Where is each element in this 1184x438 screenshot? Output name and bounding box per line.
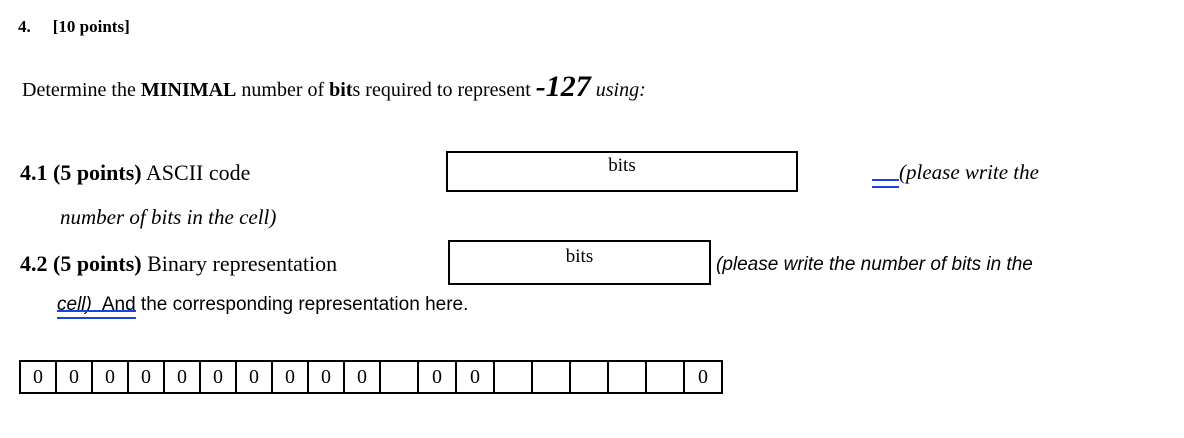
prompt-prefix: Determine the	[22, 79, 141, 101]
prompt-emphasis-minimal: MINIMAL	[140, 79, 237, 101]
bit-cell[interactable]: 0	[271, 360, 309, 394]
bit-cell[interactable]	[531, 360, 571, 394]
item-4-2-continuation: cell) And the corresponding representatio…	[57, 294, 469, 319]
item-4-2-line: 4.2 (5 points) Binary representation	[20, 251, 337, 277]
grammar-underline-marker-2: cell) And	[57, 294, 136, 319]
prompt-value: -127	[535, 70, 591, 103]
bit-cell[interactable]: 0	[199, 360, 237, 394]
item-4-2-label: 4.2 (5 points)	[20, 251, 142, 276]
bits-answer-box-1[interactable]: bits	[446, 151, 798, 192]
bits-answer-box-2[interactable]: bits	[448, 240, 711, 285]
bit-cell[interactable]	[645, 360, 685, 394]
bits-label-1: bits	[608, 155, 636, 176]
bit-cell[interactable]: 0	[163, 360, 201, 394]
item-4-1-note: (please write the	[872, 160, 1039, 188]
item-4-1-text: ASCII code	[141, 160, 251, 185]
prompt-emphasis-bit: bit	[329, 79, 353, 101]
bit-cell[interactable]	[493, 360, 533, 394]
item-4-2-note: (please write the number of bits in the	[716, 254, 1033, 275]
item-4-2-text: Binary representation	[141, 251, 338, 276]
bit-cell[interactable]: 0	[417, 360, 457, 394]
bit-cell[interactable]: 0	[91, 360, 129, 394]
bit-cell[interactable]: 0	[307, 360, 345, 394]
question-points: [10 points]	[52, 17, 130, 36]
item-4-1-continuation: number of bits in the cell)	[60, 205, 277, 229]
bit-cell[interactable]	[379, 360, 419, 394]
prompt-mid-2: s required to represent	[352, 79, 536, 101]
item-4-2-rest: the corresponding representation here.	[135, 294, 469, 315]
prompt-suffix: using:	[590, 79, 646, 101]
bit-cell[interactable]	[569, 360, 609, 394]
question-prompt: Determine the MINIMAL number of bits req…	[22, 70, 646, 103]
question-number: 4.	[18, 17, 31, 36]
item-4-2-underlined-plain: And	[101, 294, 136, 315]
bit-cell[interactable]: 0	[343, 360, 381, 394]
item-4-1-note-text: (please write the	[899, 160, 1039, 184]
item-4-1-label: 4.1 (5 points)	[20, 160, 142, 185]
bit-cell[interactable]: 0	[455, 360, 495, 394]
bit-cell[interactable]: 0	[683, 360, 723, 394]
item-4-1-line: 4.1 (5 points) ASCII code	[20, 160, 250, 186]
prompt-mid-1: number of	[236, 79, 330, 101]
bit-cell[interactable]: 0	[55, 360, 93, 394]
bit-cell[interactable]: 0	[19, 360, 57, 394]
bit-cell[interactable]	[607, 360, 647, 394]
bit-cell[interactable]: 0	[235, 360, 273, 394]
grammar-underline-marker-1	[872, 160, 899, 188]
question-heading: 4. [10 points]	[18, 17, 130, 37]
item-4-2-underlined-italic: cell)	[57, 294, 92, 315]
bit-cell[interactable]: 0	[127, 360, 165, 394]
bits-label-2: bits	[565, 246, 594, 267]
